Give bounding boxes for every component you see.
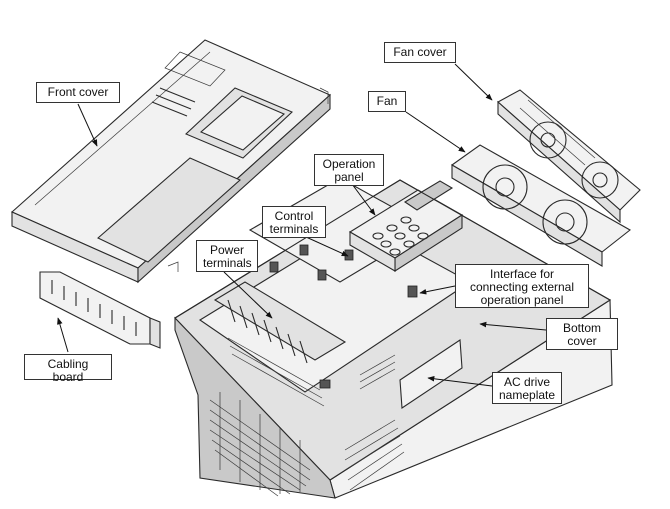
fan-part — [450, 144, 631, 267]
fan-label: Fan — [368, 91, 406, 112]
ac-drive-body — [174, 177, 613, 499]
nameplate-label: AC drive nameplate — [492, 372, 562, 404]
cabling-board-part — [39, 271, 161, 349]
control-terminals-label: Control terminals — [262, 206, 326, 238]
front-cover-label: Front cover — [36, 82, 120, 103]
fan-cover-label: Fan cover — [384, 42, 456, 63]
interface-label: Interface for connecting external operat… — [455, 264, 589, 308]
leader-lines — [57, 63, 547, 387]
operation-panel-label: Operation panel — [314, 154, 384, 186]
power-terminals-label: Power terminals — [196, 240, 258, 272]
fan-cover-part — [497, 89, 641, 224]
bottom-cover-label: Bottom cover — [546, 318, 618, 350]
cabling-board-label: Cabling board — [24, 354, 112, 384]
front-cover-part — [10, 39, 332, 284]
